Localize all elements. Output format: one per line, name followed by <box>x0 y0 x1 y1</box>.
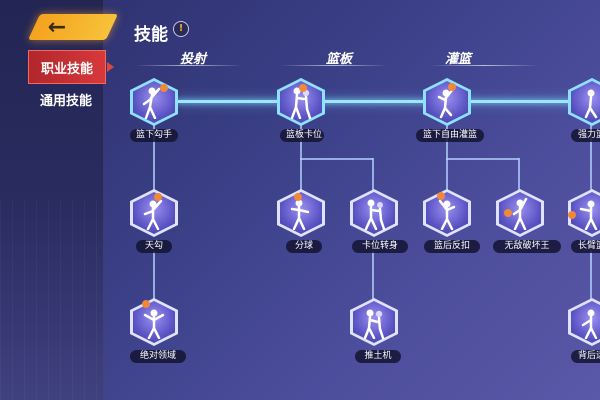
pass-icon <box>290 199 310 230</box>
skill-node-bulldozer[interactable] <box>350 298 398 346</box>
skill-connector <box>446 158 519 160</box>
skill-connector <box>518 158 520 191</box>
skill-label: 篮下勾手 <box>130 129 178 142</box>
skill-node-behind-back[interactable] <box>568 298 600 346</box>
power-dunk-icon <box>584 89 598 119</box>
city-backdrop <box>0 200 103 400</box>
skill-label: 长臂篮 <box>571 240 600 253</box>
basketball-icon <box>568 211 576 219</box>
skill-label: 绝对领域 <box>130 350 186 363</box>
skill-label: 篮板卡位 <box>280 129 324 142</box>
sidebar-item-career-skills[interactable]: 职业技能 <box>28 50 114 84</box>
skill-label: 篮下自由灌篮 <box>416 129 484 142</box>
skill-node-box-out[interactable] <box>277 78 325 126</box>
basketball-icon <box>448 83 456 91</box>
skill-label: 天勾 <box>136 240 172 253</box>
basketball-icon <box>160 84 168 92</box>
skill-connector <box>372 251 374 299</box>
skill-connector <box>372 158 374 191</box>
basketball-icon <box>294 193 302 201</box>
category-underline <box>430 65 538 66</box>
skill-node-power-dunk[interactable] <box>568 78 600 126</box>
skill-connector <box>153 124 155 192</box>
free-dunk-icon <box>437 87 455 119</box>
category-underline <box>280 65 388 66</box>
skill-label: 推土机 <box>355 350 401 363</box>
skill-label: 篮后反扣 <box>424 240 480 253</box>
back-button[interactable] <box>27 14 119 40</box>
skill-label: 强力篮 <box>571 129 600 142</box>
skill-node-post-spin[interactable] <box>350 189 398 237</box>
skill-node-pass[interactable] <box>277 189 325 237</box>
long-arm-icon <box>579 200 598 230</box>
basketball-icon <box>437 192 445 200</box>
skill-connector <box>590 124 592 192</box>
skill-connector <box>446 158 448 191</box>
category-underline <box>135 65 243 66</box>
basketball-icon <box>154 193 162 201</box>
skill-node-absolute-domain[interactable] <box>130 298 178 346</box>
skill-label: 分球 <box>286 240 322 253</box>
box-out-icon <box>290 87 312 119</box>
hook-shot-icon <box>142 87 161 119</box>
skill-label: 背后运 <box>571 350 600 363</box>
reverse-dunk-icon <box>438 199 456 230</box>
skill-label: 卡位转身 <box>352 240 408 253</box>
category-shooting: 投射 <box>179 52 206 67</box>
skill-label: 无敌破坏王 <box>493 240 561 253</box>
sidebar-item-label: 通用技能 <box>39 93 92 109</box>
behind-back-icon <box>581 309 598 339</box>
skill-node-long-arm[interactable] <box>568 189 600 237</box>
skill-connector <box>300 158 373 160</box>
sidebar-item-general-skills[interactable]: 通用技能 <box>28 83 104 115</box>
sky-hook-icon <box>143 199 163 230</box>
post-spin-icon <box>364 199 386 230</box>
category-dunking: 灌篮 <box>444 52 471 67</box>
page-title: 技能 <box>134 25 168 45</box>
wreck-it-icon <box>512 197 528 230</box>
skill-path-lit <box>176 100 600 103</box>
absolute-domain-icon <box>143 309 165 339</box>
skill-connector <box>153 251 155 299</box>
basketball-icon <box>142 300 150 308</box>
basketball-icon <box>299 84 307 92</box>
skill-connector <box>590 251 592 299</box>
info-icon[interactable]: ! <box>173 21 189 37</box>
category-rebounding: 篮板 <box>325 52 352 67</box>
skill-connector <box>300 158 302 191</box>
skill-node-free-dunk[interactable] <box>423 78 471 126</box>
bulldozer-icon <box>363 309 385 339</box>
sidebar-item-label: 职业技能 <box>40 61 93 77</box>
skill-node-sky-hook[interactable] <box>130 189 178 237</box>
skill-node-reverse-dunk[interactable] <box>423 189 471 237</box>
basketball-icon <box>504 209 512 217</box>
skill-node-hook-shot[interactable] <box>130 78 178 126</box>
skill-node-wreck-it[interactable] <box>496 189 544 237</box>
